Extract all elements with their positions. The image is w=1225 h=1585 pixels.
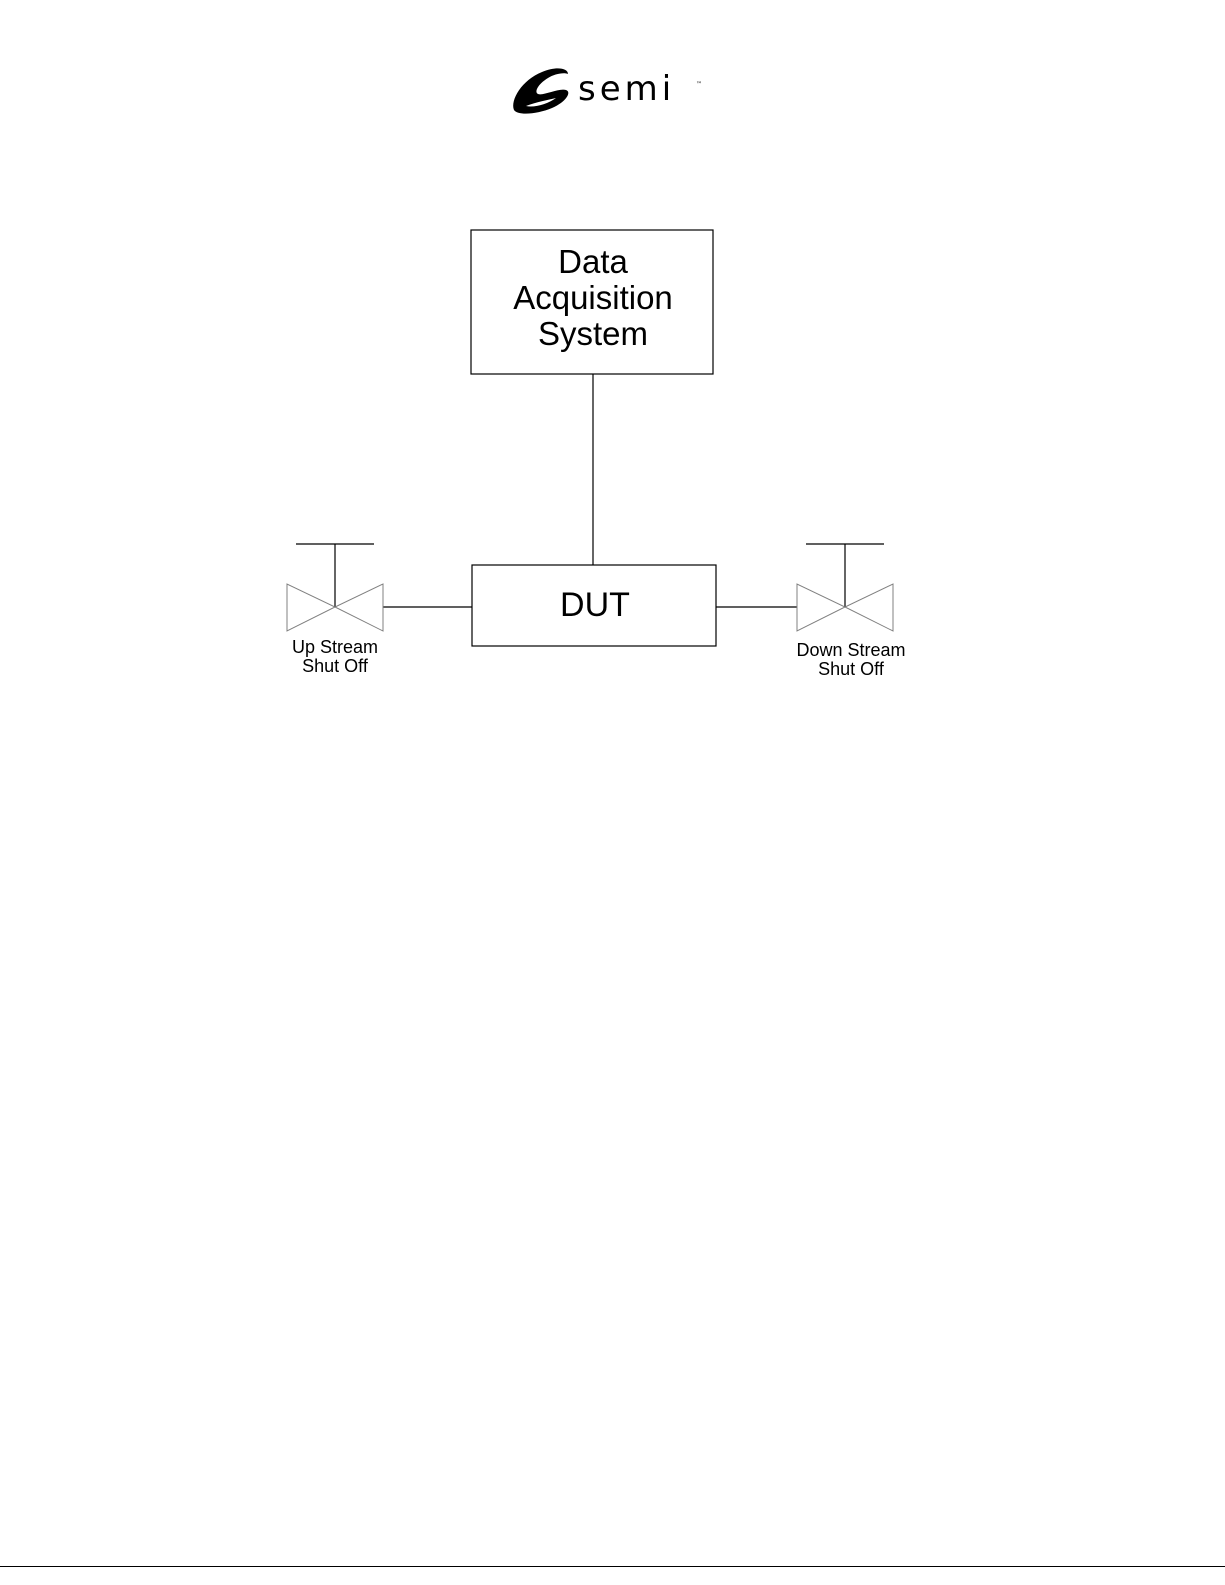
dut-label: DUT [473,586,717,624]
upstream-valve-icon [287,544,383,631]
page-bottom-rule [0,1566,1225,1567]
data-acquisition-label: Data Acquisition System [472,244,714,352]
downstream-valve-icon [797,544,893,631]
upstream-shutoff-label: Up Stream Shut Off [268,638,402,676]
downstream-shutoff-label: Down Stream Shut Off [772,641,930,679]
